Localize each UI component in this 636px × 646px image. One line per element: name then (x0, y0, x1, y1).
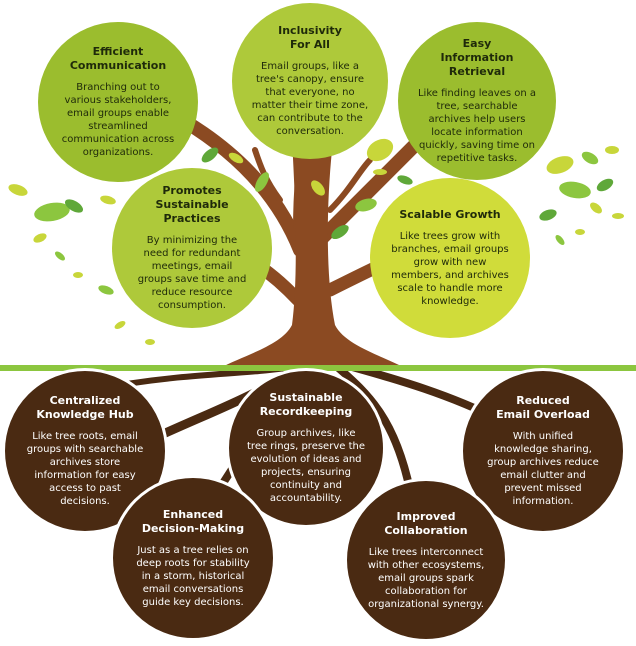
tree-trunk (220, 140, 405, 368)
node-enhanced-decision-making: Enhanced Decision-Making Just as a tree … (110, 475, 276, 641)
node-promotes-sustainable-practices: Promotes Sustainable Practices By minimi… (112, 168, 272, 328)
node-sustainable-recordkeeping: Sustainable Recordkeeping Group archives… (226, 368, 386, 528)
node-title: Sustainable Recordkeeping (259, 391, 353, 418)
node-text: With unified knowledge sharing, group ar… (487, 431, 599, 507)
node-title: Improved Collaboration (384, 509, 468, 537)
node-inclusivity-for-all: Inclusivity For All Email groups, like a… (232, 3, 388, 159)
node-title: Efficient Communication (69, 45, 167, 72)
node-title: Inclusivity For All (278, 24, 342, 51)
node-improved-collaboration: Improved Collaboration Like trees interc… (344, 478, 508, 642)
leaf-decorations (8, 138, 624, 345)
node-title: Easy Information Retrieval (440, 37, 514, 78)
node-title: Enhanced Decision-Making (141, 507, 245, 535)
node-text: Just as a tree relies on deep roots for … (136, 544, 250, 608)
node-scalable-growth: Scalable Growth Like trees grow with bra… (370, 178, 530, 338)
node-text: Like tree roots, email groups with searc… (26, 431, 144, 507)
node-title: Reduced Email Overload (496, 394, 590, 421)
node-title: Scalable Growth (399, 208, 501, 221)
node-efficient-communication: Efficient Communication Branching out to… (38, 22, 198, 182)
node-title: Promotes Sustainable Practices (155, 184, 229, 225)
node-text: Email groups, like a tree's canopy, ensu… (251, 61, 369, 137)
node-text: Branching out to various stakeholders, e… (61, 82, 175, 158)
node-text: Like trees interconnect with other ecosy… (367, 546, 485, 610)
node-easy-information-retrieval: Easy Information Retrieval Like finding … (398, 22, 556, 180)
node-text: By minimizing the need for redundant mee… (137, 235, 247, 311)
node-title: Centralized Knowledge Hub (36, 394, 134, 421)
node-text: Group archives, like tree rings, preserv… (247, 428, 365, 504)
node-text: Like trees grow with branches, email gro… (391, 231, 509, 307)
node-text: Like finding leaves on a tree, searchabl… (417, 88, 537, 164)
